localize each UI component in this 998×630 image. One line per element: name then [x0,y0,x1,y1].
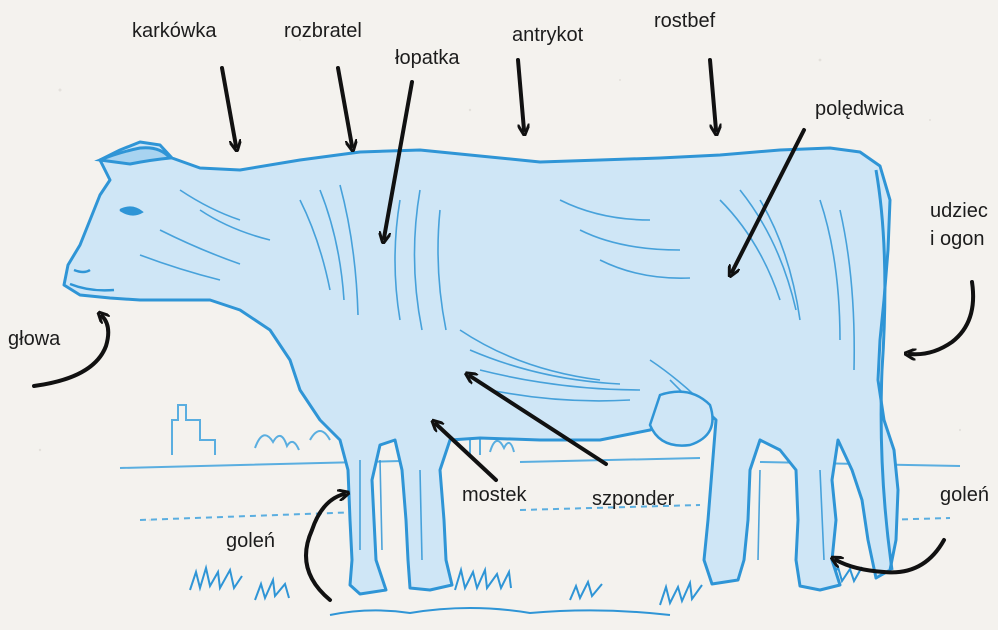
arrow-glowa [34,316,108,386]
label-glowa: głowa [8,328,60,350]
cow-illustration [64,142,898,594]
label-udziec: udziec i ogon [930,200,988,250]
arrow-rostbef [710,60,716,130]
grass [190,567,862,615]
label-poledwica: polędwica [815,98,904,120]
label-karkowka: karkówka [132,20,216,42]
label-lopatka: łopatka [395,47,460,69]
arrow-antrykot [518,60,524,130]
label-antrykot: antrykot [512,24,583,46]
arrow-karkowka [222,68,236,146]
arrow-golen-front [306,494,344,600]
label-rozbratel: rozbratel [284,20,362,42]
label-szponder: szponder [592,488,674,510]
label-udziec-line1: udziec [930,200,988,222]
arrow-udziec [910,282,973,354]
label-golen-front: goleń [226,530,275,552]
arrow-rozbratel [338,68,352,146]
label-golen-back: goleń [940,484,989,506]
cow-udder [650,392,713,446]
cow-body [64,142,898,594]
label-udziec-line2: i ogon [930,228,988,250]
label-rostbef: rostbef [654,10,715,32]
label-mostek: mostek [462,484,526,506]
